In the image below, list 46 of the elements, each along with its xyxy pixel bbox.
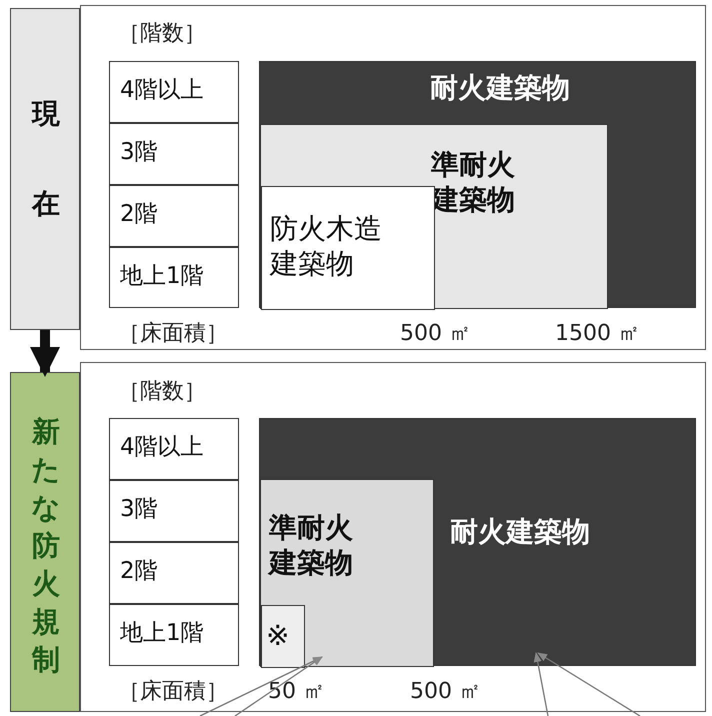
floor-label: 3階	[120, 495, 159, 524]
zone-area	[261, 186, 435, 310]
leader-line	[234, 656, 323, 716]
floor-label: 4階以上	[120, 433, 205, 462]
category-band	[10, 372, 80, 712]
area-value: 1500 ㎡	[555, 320, 640, 348]
axis-title: ［床面積］	[118, 320, 228, 348]
zone-label: ※	[266, 618, 290, 653]
zone-area	[261, 605, 305, 668]
zone-area	[259, 61, 696, 308]
floor-cell	[109, 480, 239, 542]
arrow	[30, 330, 60, 377]
axis-title: ［階数］	[118, 378, 206, 406]
area-value: 50 ㎡	[268, 678, 325, 706]
zone-label: 耐火建築物	[430, 70, 571, 105]
zone-label: 防火木造建築物	[270, 211, 383, 281]
floor-cell	[109, 61, 239, 123]
zone-label: 準耐火建築物	[269, 510, 354, 580]
floor-cell	[109, 418, 239, 480]
zone-area	[260, 124, 608, 309]
floor-cell	[109, 185, 239, 247]
area-value: 500 ㎡	[410, 678, 481, 706]
area-value: 500 ㎡	[400, 320, 471, 348]
floor-label: 2階	[120, 557, 159, 586]
floor-cell	[109, 123, 239, 185]
floor-cell	[109, 604, 239, 666]
zone-label: 耐火建築物	[450, 514, 591, 549]
floor-cell	[109, 542, 239, 604]
floor-label: 4階以上	[120, 76, 205, 105]
leader-line	[200, 656, 323, 716]
category-band	[10, 8, 80, 330]
floor-cell	[109, 247, 239, 308]
leader-line	[537, 652, 640, 716]
floor-label: 地上1階	[120, 619, 205, 648]
floor-label: 地上1階	[120, 262, 205, 291]
band-title: 現在	[31, 96, 61, 222]
zone-area	[259, 418, 696, 666]
zone-area	[260, 479, 434, 667]
panel-background	[80, 362, 706, 712]
axis-title: ［階数］	[118, 20, 206, 48]
floor-label: 2階	[120, 200, 159, 229]
floor-label: 3階	[120, 138, 159, 167]
leader-line	[534, 652, 549, 716]
panel-background	[80, 5, 706, 350]
axis-title: ［床面積］	[118, 678, 228, 706]
band-title: 新たな防火規制	[31, 414, 61, 678]
